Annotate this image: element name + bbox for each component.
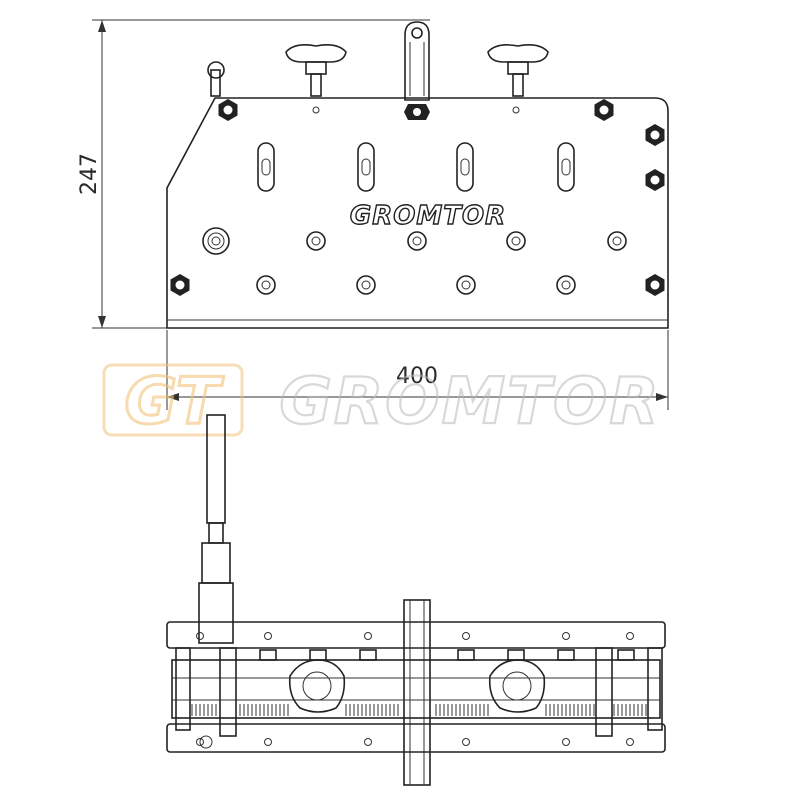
bolt-center (261, 280, 271, 290)
hex-nut-hole (175, 280, 185, 290)
rail-screw (626, 632, 634, 640)
hex-nut-hole (223, 105, 233, 115)
shift-lever (198, 414, 234, 644)
width-dimension-label: 400 (396, 364, 438, 389)
mounting-plate (166, 97, 669, 329)
hex-nut-hole (650, 130, 660, 140)
bolt (556, 275, 576, 295)
small-lever (207, 61, 225, 97)
crank-knob (199, 735, 213, 749)
springs (191, 704, 647, 716)
bolt (506, 231, 526, 251)
slot-inner (561, 158, 571, 176)
body-nut (557, 649, 575, 661)
front-view (166, 414, 666, 786)
watermark: GT GROMTOR (102, 363, 660, 441)
rail-screw (562, 632, 570, 640)
bolt (356, 275, 376, 295)
bottom-rail (166, 723, 666, 753)
hex-nuts (170, 99, 665, 296)
rail-screw (196, 738, 204, 746)
rail-screw (196, 632, 204, 640)
rail-screw (264, 738, 272, 746)
body-nut (507, 649, 525, 661)
bolt-center (361, 280, 371, 290)
star-knob-right (487, 44, 549, 97)
body-nut (309, 649, 327, 661)
watermark-badge (102, 363, 244, 437)
bolt-center (311, 236, 321, 246)
adjustment-slots (257, 142, 575, 192)
plate-logo: GROMTOR (350, 201, 506, 231)
bolt-center (412, 236, 422, 246)
body-nut (259, 649, 277, 661)
dimension-width: 400 (166, 330, 669, 410)
top-rail (166, 621, 666, 649)
gearbox-body (171, 659, 661, 719)
hex-nut-hole (599, 105, 609, 115)
slot (357, 142, 375, 192)
rail-screw (364, 738, 372, 746)
bolt-center (612, 236, 622, 246)
rail-screw (626, 738, 634, 746)
bolt-center (511, 236, 521, 246)
slot (557, 142, 575, 192)
bolt (456, 275, 476, 295)
bolt-holes (256, 231, 627, 295)
hex-nut-hole (650, 175, 660, 185)
rail-screw (462, 632, 470, 640)
slot-inner (361, 158, 371, 176)
side-posts (175, 647, 663, 737)
bolt (407, 231, 427, 251)
body-nut (617, 649, 635, 661)
star-knob-left (285, 44, 347, 97)
center-bar (403, 599, 431, 786)
top-view: 247 (77, 19, 669, 410)
rail-screw (462, 738, 470, 746)
bolt (306, 231, 326, 251)
height-dimension-label: 247 (77, 153, 102, 195)
dimension-height: 247 (77, 19, 430, 329)
body-nuts (259, 649, 635, 661)
rail-screw (264, 632, 272, 640)
hex-nut-hole (650, 280, 660, 290)
watermark-brand: GROMTOR (279, 365, 660, 439)
center-bracket (404, 21, 430, 120)
slot-inner (261, 158, 271, 176)
slot-inner (460, 158, 470, 176)
rail-screw (364, 632, 372, 640)
rail-screw (562, 738, 570, 746)
watermark-gt: GT (124, 365, 223, 439)
front-knob-left (288, 659, 346, 713)
slot (456, 142, 474, 192)
bolt-center (561, 280, 571, 290)
rail-screws (196, 632, 634, 746)
bolt (256, 275, 276, 295)
front-knob-right (488, 659, 546, 713)
bolt (607, 231, 627, 251)
bolt-center (461, 280, 471, 290)
slot (257, 142, 275, 192)
body-nut (457, 649, 475, 661)
large-washer (202, 227, 230, 255)
body-nut (359, 649, 377, 661)
